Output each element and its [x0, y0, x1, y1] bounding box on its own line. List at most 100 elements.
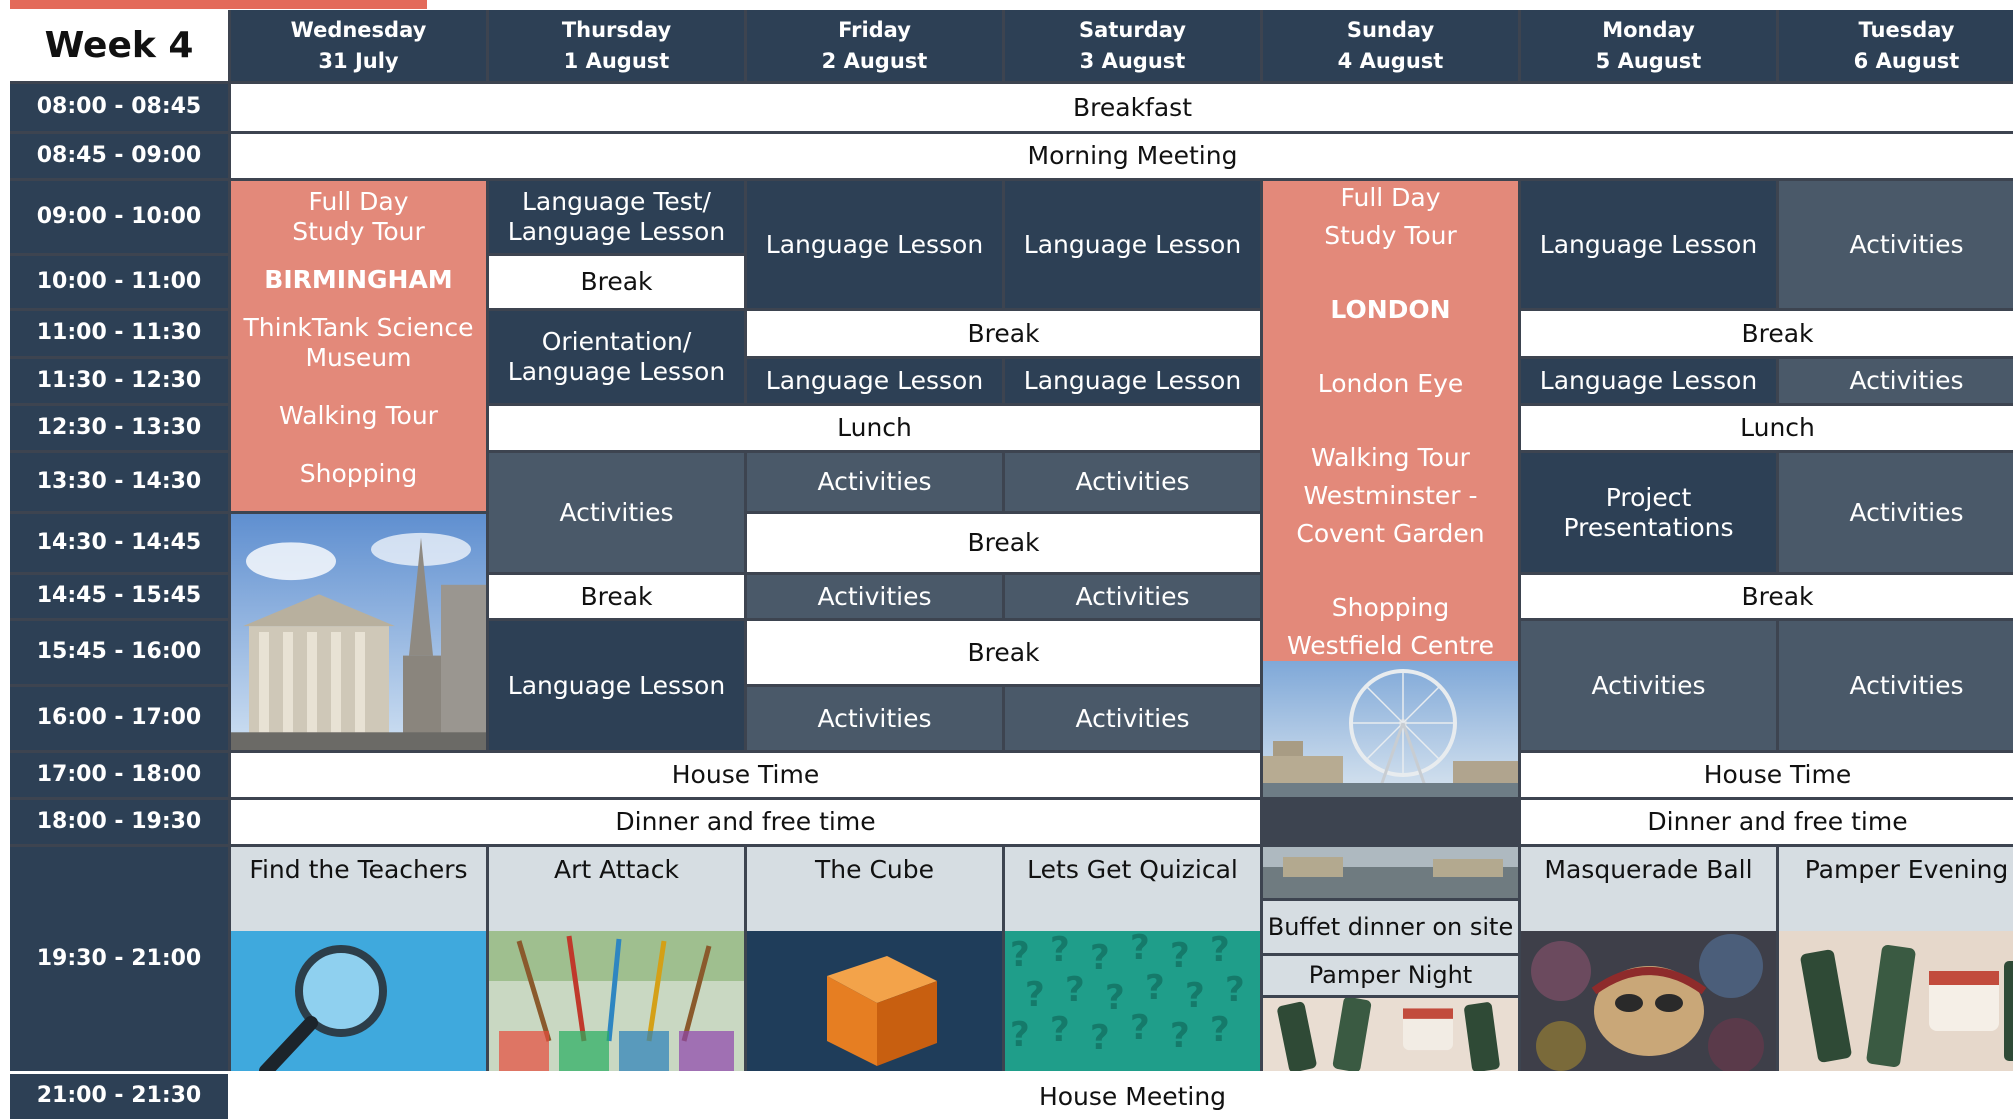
tour-line: Covent Garden — [1296, 519, 1485, 548]
tour-line: Walking Tour — [1311, 443, 1470, 472]
day-date: 1 August — [563, 48, 670, 73]
tour-line: ThinkTank Science — [243, 313, 474, 342]
thu-activities: Activities — [489, 453, 744, 572]
tour-line: London Eye — [1317, 369, 1464, 398]
top-bar — [0, 0, 2013, 10]
evening-the-cube: The Cube — [747, 847, 1002, 1071]
house-time-left: House Time — [231, 753, 1260, 797]
day-header-fri: Friday 2 August — [747, 10, 1002, 81]
tue-activities-2: Activities — [1779, 359, 2013, 403]
evening-pamper-evening: Pamper Evening — [1779, 847, 2013, 1071]
svg-text:?: ? — [1130, 1008, 1150, 1048]
mon-activities: Activities — [1521, 621, 1776, 750]
fri-language-lesson: Language Lesson — [747, 181, 1002, 308]
mon-language-lesson-2: Language Lesson — [1521, 359, 1776, 403]
tour-line: Full Day — [308, 187, 409, 216]
evening-title: Masquerade Ball — [1544, 855, 1753, 884]
birmingham-photo — [231, 514, 486, 750]
evening-art-attack: Art Attack — [489, 847, 744, 1071]
dinner-right: Dinner and free time — [1521, 800, 2013, 844]
evening-title: Lets Get Quizical — [1027, 855, 1238, 884]
time-slot: 16:00 - 17:00 — [10, 687, 228, 750]
question-marks-photo: ?????? ?????? ?????? — [1005, 931, 1260, 1071]
wed-study-tour: Full Day Study Tour BIRMINGHAM ThinkTank… — [231, 181, 486, 511]
tour-line: Study Tour — [292, 217, 425, 246]
orange-cube-photo — [747, 931, 1002, 1071]
day-header-mon: Monday 5 August — [1521, 10, 1776, 81]
buffet-dinner-label: Buffet dinner on site — [1263, 901, 1518, 953]
sat-activities-1: Activities — [1005, 453, 1260, 511]
thu-break: Break — [489, 256, 744, 308]
time-slot: 09:00 - 10:00 — [10, 181, 228, 253]
time-slot: 18:00 - 19:30 — [10, 800, 228, 844]
thu-orientation: Orientation/ Language Lesson — [489, 311, 744, 403]
day-date: 31 July — [318, 48, 399, 73]
evening-find-the-teachers: Find the Teachers — [231, 847, 486, 1071]
fri-language-lesson-2: Language Lesson — [747, 359, 1002, 403]
evening-title: Find the Teachers — [249, 855, 468, 884]
mon-project-presentations: Project Presentations — [1521, 453, 1776, 572]
tour-city: LONDON — [1330, 295, 1451, 324]
svg-text:?: ? — [1010, 1015, 1030, 1055]
tour-city: BIRMINGHAM — [264, 265, 453, 294]
svg-text:?: ? — [1130, 931, 1150, 968]
mon-tue-lunch: Lunch — [1521, 406, 2013, 450]
svg-text:?: ? — [1210, 1010, 1230, 1050]
sat-language-lesson-2: Language Lesson — [1005, 359, 1260, 403]
dinner-left: Dinner and free time — [231, 800, 1260, 844]
evening-title: The Cube — [815, 855, 934, 884]
day-name: Thursday — [561, 18, 672, 43]
day-name: Monday — [1602, 18, 1695, 43]
time-slot: 11:00 - 11:30 — [10, 311, 228, 356]
svg-text:?: ? — [1210, 931, 1230, 970]
day-date: 5 August — [1595, 48, 1702, 73]
time-slot: 19:30 - 21:00 — [10, 847, 228, 1071]
svg-text:?: ? — [1145, 968, 1165, 1008]
evening-title: Art Attack — [554, 855, 679, 884]
sat-activities-3: Activities — [1005, 687, 1260, 750]
tour-line: Full Day — [1340, 183, 1441, 212]
mon-tue-break-2: Break — [1521, 575, 2013, 618]
sun-tour-details: Full Day Study Tour LONDON London Eye Wa… — [1263, 181, 1518, 661]
svg-text:?: ? — [1065, 970, 1085, 1010]
breakfast-cell: Breakfast — [231, 84, 2013, 131]
svg-text:?: ? — [1090, 938, 1110, 978]
time-slot: 21:00 - 21:30 — [10, 1074, 228, 1119]
tour-line: Museum — [305, 343, 412, 372]
thu-sat-lunch: Lunch — [489, 406, 1260, 450]
pamper-night-label: Pamper Night — [1263, 956, 1518, 995]
time-slot: 11:30 - 12:30 — [10, 359, 228, 403]
day-date: 3 August — [1079, 48, 1186, 73]
tour-line: Westfield Centre — [1287, 631, 1494, 660]
fri-activities-3: Activities — [747, 687, 1002, 750]
svg-text:?: ? — [1185, 976, 1205, 1016]
house-meeting-cell: House Meeting — [231, 1074, 2013, 1119]
evening-lets-get-quizical: Lets Get Quizical ?????? ?????? ?????? — [1005, 847, 1260, 1071]
evening-title: Pamper Evening — [1804, 855, 2009, 884]
time-slot: 12:30 - 13:30 — [10, 406, 228, 450]
svg-text:?: ? — [1170, 1016, 1190, 1056]
day-header-thu: Thursday 1 August — [489, 10, 744, 81]
house-time-right: House Time — [1521, 753, 2013, 797]
sun-study-tour: Full Day Study Tour LONDON London Eye Wa… — [1263, 181, 1518, 797]
tue-activities-1: Activities — [1779, 181, 2013, 308]
tour-line: Shopping — [1331, 593, 1450, 622]
tue-activities-3: Activities — [1779, 453, 2013, 572]
fri-sat-break-2: Break — [747, 514, 1260, 572]
masks-photo — [1521, 931, 1776, 1071]
day-name: Tuesday — [1858, 18, 1955, 43]
day-name: Friday — [838, 18, 911, 43]
mon-tue-break: Break — [1521, 311, 2013, 356]
day-date: 2 August — [821, 48, 928, 73]
time-slot: 13:30 - 14:30 — [10, 453, 228, 511]
sun-evening: Buffet dinner on site Pamper Night — [1263, 847, 1518, 1071]
cosmetics-photo — [1263, 998, 1518, 1071]
tue-activities-4: Activities — [1779, 621, 2013, 750]
fri-activities-2: Activities — [747, 575, 1002, 618]
london-eye-photo-bottom — [1263, 847, 1518, 898]
accent-bar — [10, 0, 427, 9]
